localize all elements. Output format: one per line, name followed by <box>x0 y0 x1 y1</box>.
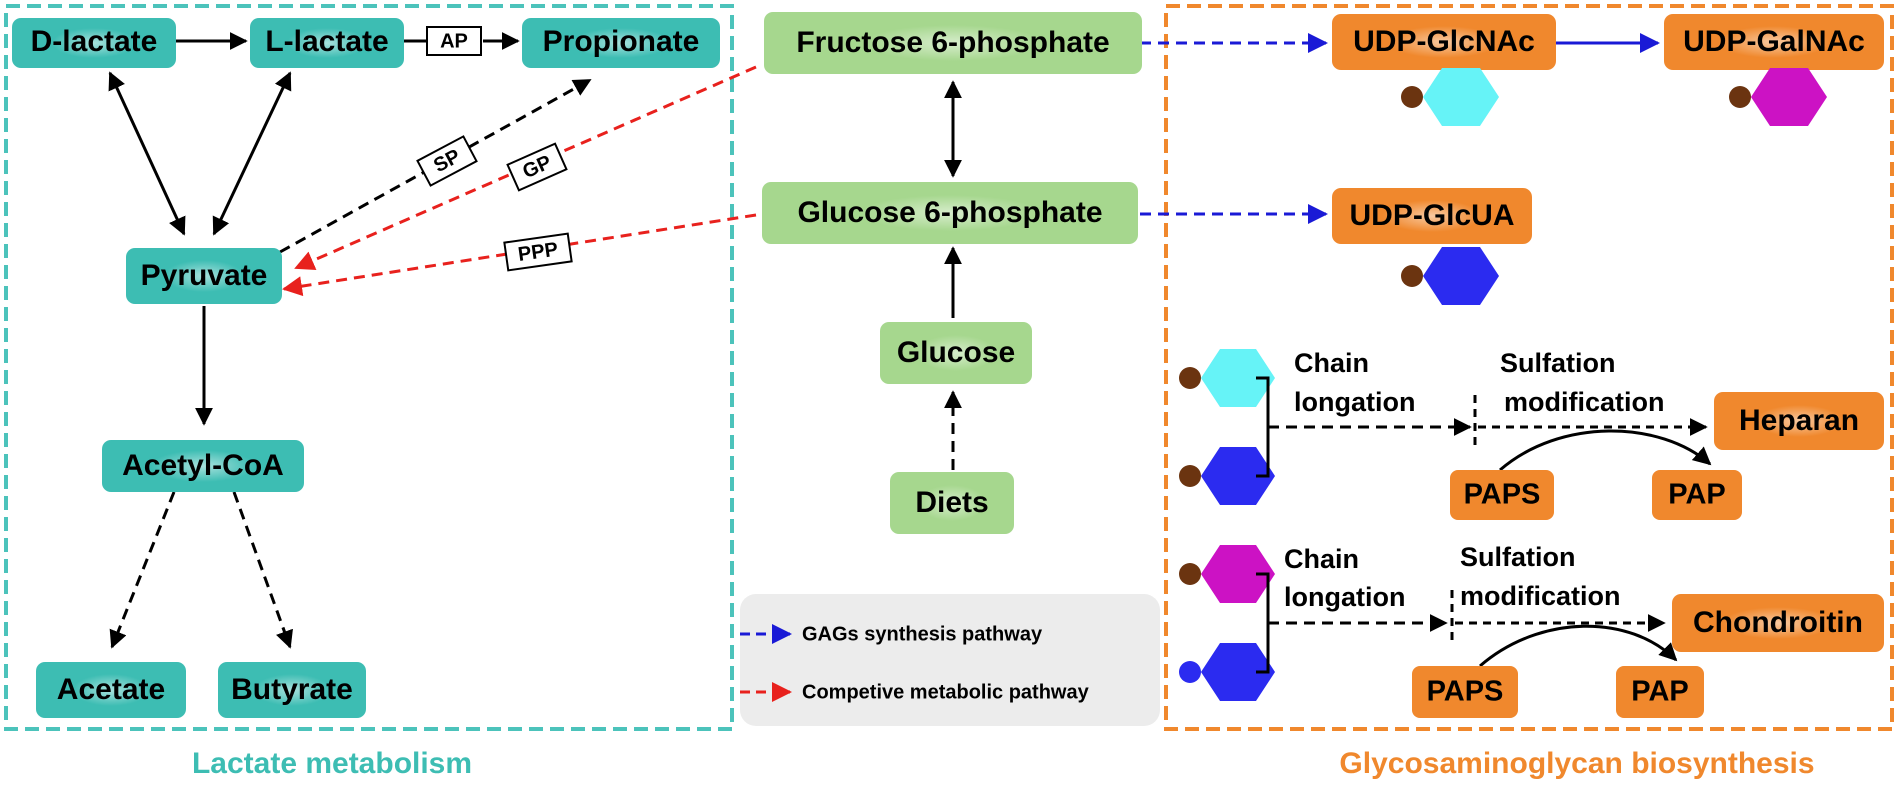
node-pap-2: PAP <box>1616 666 1704 718</box>
chondroitin-pathway: Chain longation Sulfation modification <box>1179 542 1678 701</box>
svg-text:PAPS: PAPS <box>1464 479 1541 511</box>
heparan-pathway: Chain longation Sulfation modification <box>1179 348 1712 505</box>
lactate-section-title: Lactate metabolism <box>192 747 472 780</box>
arrow-llactate-pyruvate <box>212 71 292 236</box>
node-butyrate: Butyrate <box>218 662 366 718</box>
gag-synthesis-arrows <box>1140 33 1660 224</box>
node-udp-galnac: UDP-GalNAc <box>1664 14 1884 70</box>
node-chondroitin: Chondroitin <box>1672 594 1884 652</box>
chondroitin-longation-label: longation <box>1284 582 1405 612</box>
dot-icon <box>1179 661 1201 683</box>
node-diets: Diets <box>890 472 1014 534</box>
svg-text:D-lactate: D-lactate <box>31 25 158 58</box>
dot-icon <box>1401 265 1423 287</box>
svg-text:Glucose 6-phosphate: Glucose 6-phosphate <box>797 196 1102 229</box>
svg-text:Fructose 6-phosphate: Fructose 6-phosphate <box>796 26 1109 59</box>
dot-icon <box>1729 86 1751 108</box>
arrow-dlactate-pyruvate <box>108 71 186 236</box>
node-propionate: Propionate <box>522 18 720 68</box>
gag-section-title: Glycosaminoglycan biosynthesis <box>1339 747 1814 780</box>
hexagon-icon <box>1201 643 1275 701</box>
glcnac-sugar-icon <box>1401 68 1499 126</box>
svg-text:PAP: PAP <box>1668 479 1725 511</box>
legend-panel <box>740 594 1160 726</box>
svg-text:Chondroitin: Chondroitin <box>1693 606 1863 639</box>
glcua-sugar-icon <box>1401 247 1499 305</box>
svg-text:Heparan: Heparan <box>1739 404 1859 437</box>
dot-icon <box>1179 367 1201 389</box>
lactate-arrows <box>108 32 592 649</box>
svg-text:L-lactate: L-lactate <box>265 25 388 58</box>
arrow-acetylcoa-acetate <box>109 491 176 649</box>
chondroitin-modification-label: modification <box>1460 581 1621 611</box>
heparan-sulfation-label: Sulfation <box>1500 348 1616 378</box>
svg-text:Acetyl-CoA: Acetyl-CoA <box>122 449 284 482</box>
dot-icon <box>1401 86 1423 108</box>
hexagon-icon <box>1201 447 1275 505</box>
dot-icon <box>1179 465 1201 487</box>
enzyme-label-sp: SP <box>416 135 478 187</box>
legend-gags-label: GAGs synthesis pathway <box>802 623 1043 645</box>
dot-icon <box>1179 563 1201 585</box>
node-udp-glcua: UDP-GlcUA <box>1332 188 1532 244</box>
node-heparan: Heparan <box>1714 392 1884 450</box>
hexagon-icon <box>1423 247 1499 305</box>
hexagon-icon <box>1201 545 1275 603</box>
galnac-sugar-icon <box>1729 68 1827 126</box>
svg-text:UDP-GalNAc: UDP-GalNAc <box>1683 25 1865 58</box>
enzyme-label-ap: AP <box>426 26 482 56</box>
hexagon-icon <box>1423 68 1499 126</box>
arrow-acetylcoa-butyrate <box>232 491 293 649</box>
node-acetyl-coa: Acetyl-CoA <box>102 440 304 492</box>
chondroitin-chain-label: Chain <box>1284 544 1359 574</box>
enzyme-label-gp: GP <box>506 142 568 192</box>
node-paps-1: PAPS <box>1450 470 1554 520</box>
node-fructose-6-phosphate: Fructose 6-phosphate <box>764 12 1142 74</box>
heparan-longation-label: longation <box>1294 387 1415 417</box>
node-l-lactate: L-lactate <box>250 18 404 68</box>
node-paps-2: PAPS <box>1412 666 1518 718</box>
svg-text:Acetate: Acetate <box>57 673 165 706</box>
node-udp-glcnac: UDP-GlcNAc <box>1332 14 1556 70</box>
arrow-fructose-pyruvate-gp <box>294 65 757 270</box>
chondroitin-sulfation-label: Sulfation <box>1460 542 1576 572</box>
heparan-chain-label: Chain <box>1294 348 1369 378</box>
lactate-section-frame <box>4 4 734 731</box>
node-glucose: Glucose <box>880 322 1032 384</box>
legend: GAGs synthesis pathway Competive metabol… <box>740 594 1160 726</box>
svg-text:UDP-GlcNAc: UDP-GlcNAc <box>1353 25 1535 58</box>
svg-text:Diets: Diets <box>915 486 988 519</box>
svg-text:PAP: PAP <box>1631 676 1688 708</box>
node-d-lactate: D-lactate <box>12 18 176 68</box>
gag-section-frame <box>1164 4 1894 731</box>
svg-text:PAPS: PAPS <box>1427 676 1504 708</box>
node-pap-1: PAP <box>1652 470 1742 520</box>
svg-text:Glucose: Glucose <box>897 336 1015 369</box>
heparan-modification-label: modification <box>1504 387 1665 417</box>
arrow-pyruvate-propionate-sp <box>279 78 592 254</box>
svg-text:Butyrate: Butyrate <box>231 673 353 706</box>
svg-text:UDP-GlcUA: UDP-GlcUA <box>1349 199 1514 232</box>
node-pyruvate: Pyruvate <box>126 248 282 304</box>
enzyme-label-ppp: PPP <box>503 232 573 272</box>
node-acetate: Acetate <box>36 662 186 718</box>
hexagon-icon <box>1751 68 1827 126</box>
svg-text:Propionate: Propionate <box>543 25 700 58</box>
legend-competitive-label: Competive metabolic pathway <box>802 681 1090 703</box>
node-glucose-6-phosphate: Glucose 6-phosphate <box>762 182 1138 244</box>
hexagon-icon <box>1201 349 1275 407</box>
svg-text:Pyruvate: Pyruvate <box>141 259 268 292</box>
svg-text:AP: AP <box>440 30 468 52</box>
